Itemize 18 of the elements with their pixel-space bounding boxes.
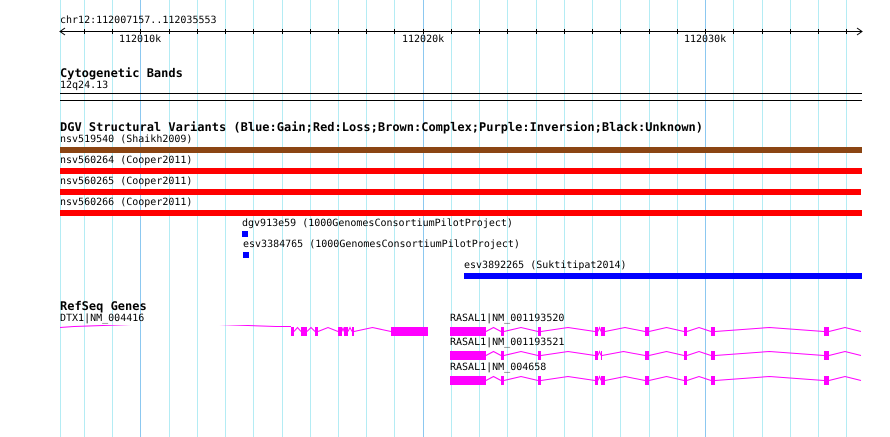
transcript-label: RASAL1|NM_001193521 (450, 337, 564, 349)
variant-label: dgv913e59 (1000GenomesConsortiumPilotProject) (242, 218, 513, 230)
variant-label: nsv560264 (Cooper2011) (60, 155, 192, 167)
variant-label: nsv560266 (Cooper2011) (60, 197, 192, 209)
variant-label: esv3892265 (Suktitipat2014) (464, 260, 627, 272)
track-title: DGV Structural Variants (Blue:Gain;Red:Loss;Brown:Complex;Purple:Inversion;Black:Unknown) (60, 121, 703, 134)
transcript-label: DTX1|NM_004416 (60, 313, 144, 325)
track-title: Cytogenetic Bands (60, 67, 183, 80)
transcript-label: RASAL1|NM_004658 (450, 362, 546, 374)
coordinate-range-label: chr12:112007157..112035553 (60, 15, 217, 27)
tick-label: 112010k (119, 34, 162, 46)
transcript-label: RASAL1|NM_001193520 (450, 313, 564, 325)
variant-label: nsv519540 (Shaikh2009) (60, 134, 192, 146)
tick-label: 112020k (402, 34, 444, 46)
tick-label: 112030k (684, 34, 726, 46)
band-label: 12q24.13 (60, 80, 108, 92)
variant-label: esv3384765 (1000GenomesConsortiumPilotProject) (243, 239, 520, 251)
variant-label: nsv560265 (Cooper2011) (60, 176, 192, 188)
